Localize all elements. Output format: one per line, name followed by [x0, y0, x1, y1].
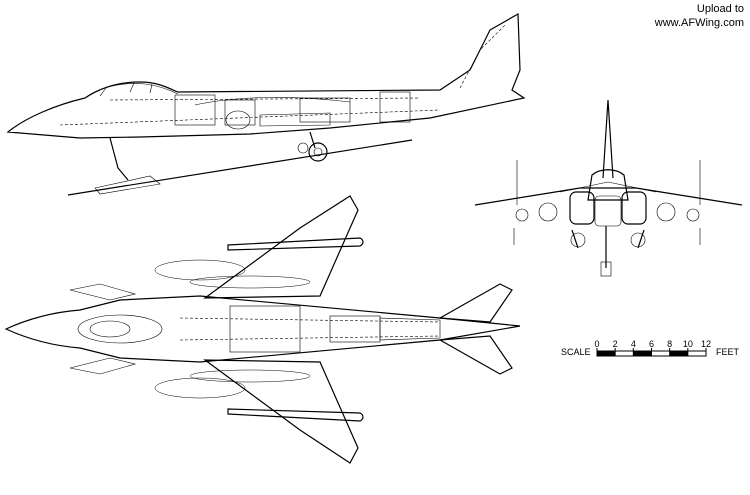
plan-tail-lower: [438, 335, 513, 375]
front-fuselage: [594, 195, 622, 227]
scale-tick-label: 2: [613, 339, 618, 349]
front-outrigger-rails: [516, 160, 701, 205]
side-wing-root: [194, 97, 351, 106]
front-main-gear: [571, 229, 645, 249]
plan-intake-upper: [69, 283, 137, 301]
plan-intake-lower: [69, 357, 137, 375]
scale-label: SCALE: [561, 347, 591, 357]
scale-segment: [633, 351, 652, 356]
side-nose-gear-door: [94, 175, 161, 195]
front-intake-left: [569, 191, 595, 225]
front-pod-right: [686, 208, 700, 222]
plan-ghost-store-2: [154, 377, 246, 399]
watermark-line1: Upload to: [696, 3, 744, 15]
side-view: [6, 12, 526, 196]
front-view: [474, 99, 743, 277]
side-main-gear-strut: [309, 131, 316, 149]
side-bay4: [379, 91, 411, 123]
ground-line: [67, 139, 413, 196]
front-store-left: [538, 202, 558, 222]
scale-unit: FEET: [716, 347, 740, 357]
front-main-wheel-right: [630, 232, 646, 248]
side-nose-gear: [109, 137, 129, 181]
plan-internal-bay: [229, 305, 301, 353]
scale-tick-label: 8: [667, 339, 672, 349]
front-pod-left: [515, 208, 529, 222]
side-main-wheel: [308, 142, 328, 162]
plan-ghost-store-4: [189, 369, 311, 383]
front-nose-wheel: [600, 261, 612, 277]
plan-tail-upper: [438, 283, 513, 323]
front-outrigger-gear: [513, 228, 701, 245]
plan-internal-bay2: [329, 315, 381, 343]
side-engine-face: [225, 110, 251, 130]
plan-store-upper-1: [227, 237, 364, 251]
side-aux-wheel: [297, 142, 309, 154]
side-main-wheel-hub: [313, 147, 323, 157]
plan-view: [4, 195, 521, 464]
side-fin-spar: [459, 24, 506, 89]
plan-cockpit-seat: [89, 320, 131, 338]
side-canopy-frames: [99, 82, 153, 97]
plan-wing-lower: [203, 359, 359, 464]
plan-ghost-store-1: [154, 259, 246, 281]
scale-tick-label: 0: [594, 339, 599, 349]
scale-tick-label: 6: [649, 339, 654, 349]
scale-segment: [669, 351, 688, 356]
plan-wing-upper: [203, 195, 359, 299]
front-tailplane: [559, 181, 657, 193]
plan-internal-lines: [179, 317, 441, 341]
front-fin: [602, 99, 614, 179]
side-fuselage: [6, 12, 526, 139]
scale-ticks: 0 2 4 6 8 10 12: [594, 339, 711, 357]
scale-tick-label: 12: [701, 339, 711, 349]
side-bay1: [174, 94, 216, 126]
plan-ghost-store-3: [189, 275, 311, 289]
scale-segment: [597, 351, 616, 356]
plan-fuselage: [4, 295, 521, 363]
front-store-right: [656, 202, 676, 222]
watermark-line2: www.AFWing.com: [654, 17, 744, 29]
scale-tick-label: 10: [683, 339, 693, 349]
side-bay3: [299, 97, 351, 123]
front-wing: [474, 187, 743, 206]
scale-tick-label: 4: [631, 339, 636, 349]
side-internal-line1: [59, 109, 441, 126]
front-intake-right: [621, 191, 647, 225]
side-bay2: [224, 99, 256, 126]
front-main-wheel-left: [570, 232, 586, 248]
front-cockpit: [587, 169, 629, 201]
plan-cockpit: [77, 314, 163, 344]
watermark: Upload to www.AFWing.com: [655, 2, 744, 30]
side-internal-line2: [109, 97, 421, 101]
plan-store-lower-1: [227, 408, 364, 422]
plan-rear-fuselage: [379, 317, 441, 341]
scale-bar: SCALE FEET 0 2 4 6 8 10 12: [561, 339, 740, 357]
side-engine: [259, 112, 331, 127]
side-canopy: [84, 83, 179, 99]
